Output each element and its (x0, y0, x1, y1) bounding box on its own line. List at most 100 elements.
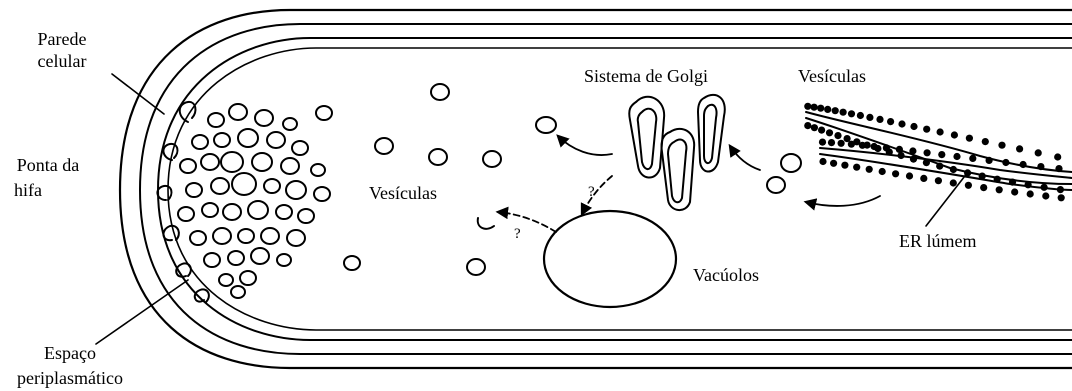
label-vesiculas-center: Vesículas (369, 183, 437, 203)
ribosome-dot (1020, 161, 1027, 168)
ribosome-dot (1011, 188, 1018, 195)
ribosome-dot (935, 177, 942, 184)
ribosome-dot (840, 109, 847, 116)
label-golgi: Sistema de Golgi (584, 66, 708, 86)
ribosome-dot (910, 156, 917, 163)
arrow-er-vesicles (806, 196, 880, 206)
arrow-er-to-golgi (730, 146, 760, 170)
ribosome-dot (996, 186, 1003, 193)
ribosome-dot (1058, 194, 1065, 201)
ribosome-dot (898, 120, 905, 127)
ribosome-dot (826, 129, 833, 136)
ribosome-dot (950, 179, 957, 186)
ribosome-dot (1025, 181, 1032, 188)
ribosome-dot (986, 157, 993, 164)
arrow-golgi-to-vesicle (558, 136, 612, 155)
ribosome-dot (951, 131, 958, 138)
ribosome-dot (832, 107, 839, 114)
ribosome-dot (920, 175, 927, 182)
ribosome-dot (1057, 186, 1064, 193)
cell-wall (120, 10, 1072, 368)
ribosome-dot (804, 103, 811, 110)
ribosome-dot (982, 138, 989, 145)
ribosome-dot (819, 158, 826, 165)
ribosome-dot (830, 160, 837, 167)
ribosome-dot (859, 142, 866, 149)
ribosome-dot (979, 173, 986, 180)
ribosome-dot (994, 176, 1001, 183)
ribosome-dot (848, 110, 855, 117)
ribosome-dot (953, 153, 960, 160)
ribosome-dot (896, 146, 903, 153)
ribosome-dot (848, 141, 855, 148)
ribosome-dot (906, 172, 913, 179)
label-vacuolos: Vacúolos (693, 265, 759, 285)
transport-arrows (498, 136, 880, 232)
leader-parede (112, 74, 164, 114)
ribosome-dot (828, 139, 835, 146)
ribosome-dot (923, 126, 930, 133)
ribosomes (804, 103, 1065, 202)
ribosome-dot (980, 184, 987, 191)
ribosome-dot (834, 132, 841, 139)
vacuole (544, 211, 676, 307)
ribosome-dot (838, 140, 845, 147)
ribosome-dot (898, 152, 905, 159)
ribosome-dot (965, 182, 972, 189)
ribosome-dot (1041, 184, 1048, 191)
ribosome-dot (892, 170, 899, 177)
ribosome-dot (950, 166, 957, 173)
ribosome-dot (969, 155, 976, 162)
ribosome-dot (857, 112, 864, 119)
ribosome-dot (866, 166, 873, 173)
ribosome-dot (883, 144, 890, 151)
ribosome-dot (924, 149, 931, 156)
ribosome-dot (966, 135, 973, 142)
ribosome-dot (1037, 163, 1044, 170)
ribosome-dot (817, 105, 824, 112)
ribosome-dot (887, 118, 894, 125)
ribosome-dot (824, 106, 831, 113)
ribosome-dot (1002, 159, 1009, 166)
ribosome-dot (1009, 179, 1016, 186)
label-parede-line2: celular (38, 51, 87, 71)
label-ponta-line1: Ponta da (17, 155, 80, 175)
ribosome-dot (938, 151, 945, 158)
label-er-lumen: ER lúmem (899, 231, 977, 251)
label-vesiculas-er: Vesículas (798, 66, 866, 86)
ribosome-dot (871, 143, 878, 150)
ribosome-dot (1016, 145, 1023, 152)
golgi-cisternae (629, 95, 725, 210)
ribosome-dot (909, 147, 916, 154)
label-espaco-line1: Espaço (44, 343, 96, 363)
label-parede-line1: Parede (38, 29, 87, 49)
leader-er (926, 172, 968, 226)
question-mark-golgi-vacuole: ? (588, 184, 595, 200)
ribosome-dot (1027, 190, 1034, 197)
ribosome-dot (1055, 165, 1062, 172)
ribosome-dot (998, 142, 1005, 149)
ribosome-dot (853, 164, 860, 171)
ribosome-dot (841, 162, 848, 169)
label-ponta-line2: hifa (14, 180, 42, 200)
ribosome-dot (910, 123, 917, 130)
ribosome-dot (876, 116, 883, 123)
ribosome-dot (1042, 192, 1049, 199)
ribosome-dot (804, 122, 811, 129)
ribosome-dot (923, 159, 930, 166)
ribosome-dot (936, 163, 943, 170)
arrow-vacuole-to-vesicle (498, 212, 556, 232)
label-espaco-line2: periplasmático (17, 368, 123, 388)
cytoplasmic-vesicles (316, 84, 801, 275)
ribosome-dot (937, 128, 944, 135)
arrow-golgi-to-vacuole (582, 176, 612, 214)
ribosome-dot (811, 104, 818, 111)
ribosome-dot (811, 124, 818, 131)
ribosome-dot (1035, 149, 1042, 156)
ribosome-dot (818, 127, 825, 134)
ribosome-dot (819, 139, 826, 146)
ribosome-dot (1054, 153, 1061, 160)
ribosome-dot (866, 114, 873, 121)
exocytosis-pockets (157, 102, 208, 302)
